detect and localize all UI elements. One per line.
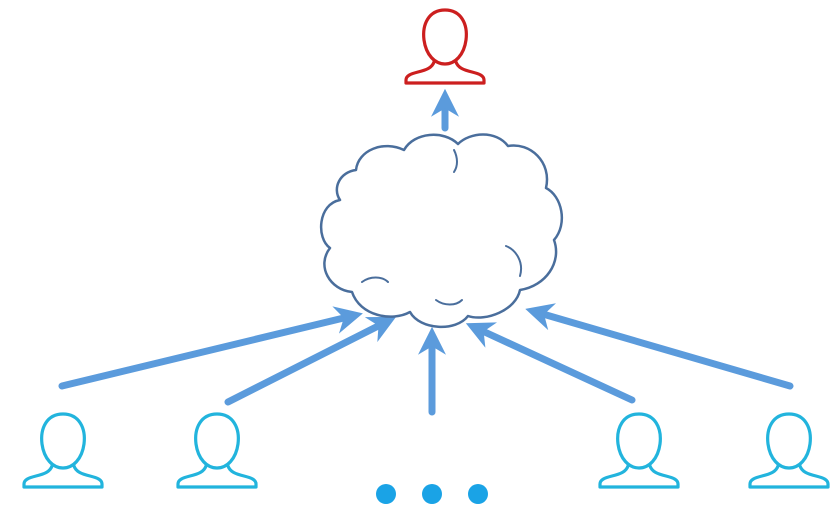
- dot: [468, 484, 488, 504]
- user-icon: [406, 10, 484, 83]
- arrow-client-3-to-cloud: [465, 322, 636, 404]
- dot: [376, 484, 396, 504]
- arrow-client-2-to-cloud: [224, 316, 396, 406]
- user-icon: [750, 414, 828, 487]
- user-icon: [600, 414, 678, 487]
- edges-group: [58, 88, 794, 416]
- arrow-client-1-to-cloud: [58, 306, 363, 390]
- arrow-client-4-to-cloud: [525, 303, 794, 390]
- cloud-icon: [319, 133, 563, 329]
- dot: [422, 484, 442, 504]
- user-icon: [24, 414, 102, 487]
- user-icon: [178, 414, 256, 487]
- more-dots-icon: [376, 484, 488, 504]
